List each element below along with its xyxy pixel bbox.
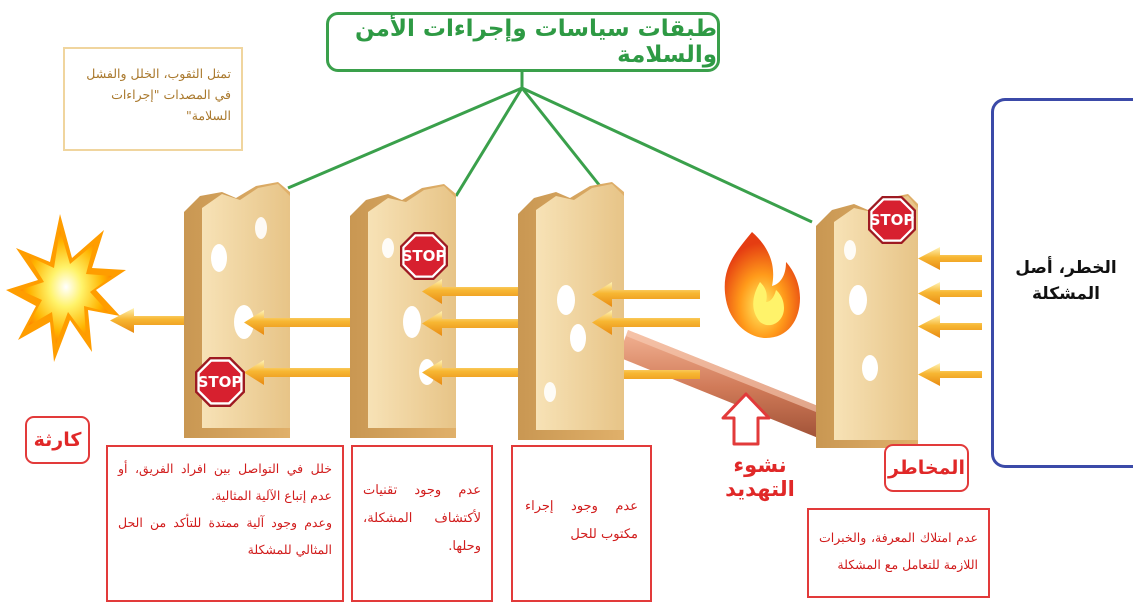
svg-text:STOP: STOP <box>870 211 915 229</box>
arrow-row-risk-1 <box>918 247 982 270</box>
hazard-label-line2: المشكلة <box>1006 281 1126 307</box>
cheese-slice-2 <box>350 184 456 438</box>
fire-icon <box>725 232 800 338</box>
risks-label: المخاطر <box>884 444 969 492</box>
catastrophe-label: كارثة <box>25 416 90 464</box>
holes-note: تمثل الثقوب، الخلل والفشل في المصدات "إج… <box>63 47 243 151</box>
svg-text:STOP: STOP <box>198 373 243 391</box>
explosion-icon <box>6 214 126 362</box>
stop-sign-icon: STOP <box>400 232 448 280</box>
no-procedure-box: عدم وجود إجراء مكتوب للحل <box>511 445 652 602</box>
svg-text:STOP: STOP <box>402 247 447 265</box>
communication-failure-box: خلل في التواصل بين افراد الفريق، أو عدم … <box>106 445 344 602</box>
stop-sign-icon: STOP <box>195 357 245 407</box>
arrow-row-risk-3 <box>918 315 982 338</box>
page-title: طبقات سياسات وإجراءات الأمن والسلامة <box>326 12 720 72</box>
stop-sign-icon: STOP <box>868 196 916 244</box>
cheese-slice-3 <box>518 182 624 440</box>
communication-failure-text-2: وعدم وجود آلية ممتدة للتأكد من الحل المث… <box>118 509 332 563</box>
no-knowledge-box: عدم امتلاك المعرفة، والخبرات اللازمة للت… <box>807 508 990 598</box>
communication-failure-text-1: خلل في التواصل بين افراد الفريق، أو عدم … <box>118 455 332 509</box>
arrow-row-risk-4 <box>918 363 982 386</box>
hazard-label-line1: الخطر، أصل <box>1006 255 1126 281</box>
threat-emergence-label: نشوء التهديد <box>700 453 820 501</box>
hazard-label: الخطر، أصل المشكلة <box>1006 255 1126 307</box>
no-techniques-box: عدم وجود تقنيات لأكتشاف المشكلة، وحلها. <box>351 445 493 602</box>
arrow-row-risk-2 <box>918 282 982 305</box>
